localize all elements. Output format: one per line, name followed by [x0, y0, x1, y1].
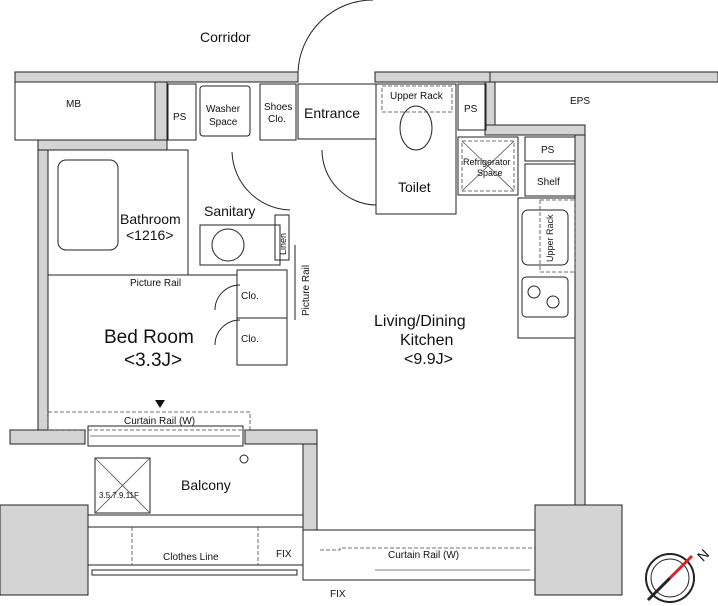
hatch-floors-label: 3.5.7.9.11F — [99, 491, 139, 500]
fixtures — [14, 81, 576, 581]
curtain-rail-label: Curtain Rail (W) — [124, 416, 195, 427]
picture-rail-label: Picture Rail — [130, 278, 181, 289]
ps-label: PS — [541, 145, 555, 156]
ps-label: PS — [464, 104, 478, 115]
sanitary-label: Sanitary — [204, 203, 255, 219]
doors[interactable] — [214, 0, 377, 346]
bedroom-size-label: <3.3J> — [124, 350, 182, 371]
curtain-rail-label: Curtain Rail (W) — [388, 550, 459, 561]
upper-rack-label: Upper Rack — [390, 91, 444, 102]
shelf-label: Shelf — [537, 177, 560, 188]
shoes-closet-label: Shoes — [264, 102, 292, 113]
bathroom-size-label: <1216> — [126, 227, 174, 243]
bedroom-label: Bed Room — [104, 327, 194, 348]
refrigerator-space-label: Refrigerator — [463, 157, 511, 167]
upper-rack-label: Upper Rack — [545, 214, 555, 262]
eps-label: EPS — [570, 96, 590, 107]
ldk-label: Living/Dining — [374, 313, 466, 330]
shoes-closet-label: Clo. — [268, 114, 286, 125]
north-label: N — [694, 546, 712, 564]
walls — [0, 71, 718, 596]
fix-label: FIX — [276, 549, 292, 560]
picture-rail-label: Picture Rail — [301, 265, 312, 316]
corridor-label: Corridor — [200, 29, 251, 45]
washer-space-label: Washer — [206, 104, 241, 115]
closet-label: Clo. — [241, 291, 259, 302]
clothes-line-label: Clothes Line — [163, 552, 219, 563]
room-labels: Corridor MB EPS PS PS PS Washer Space Sh… — [66, 29, 590, 600]
compass-icon: N — [645, 546, 712, 603]
toilet-label: Toilet — [398, 179, 431, 195]
closet-label: Clo. — [241, 334, 259, 345]
refrigerator-space-label: Space — [477, 168, 503, 178]
linen-label: Linen — [278, 233, 288, 255]
bathroom-label: Bathroom — [120, 211, 181, 227]
window-marker-icon — [155, 400, 165, 408]
fix-label: FIX — [330, 589, 346, 600]
mb-label: MB — [66, 99, 81, 110]
entrance-label: Entrance — [304, 105, 360, 121]
ldk-size-label: <9.9J> — [404, 351, 453, 368]
ldk-label: Kitchen — [400, 332, 453, 349]
ps-label: PS — [173, 112, 187, 123]
washer-space-label: Space — [209, 117, 238, 128]
balcony-label: Balcony — [181, 477, 231, 493]
